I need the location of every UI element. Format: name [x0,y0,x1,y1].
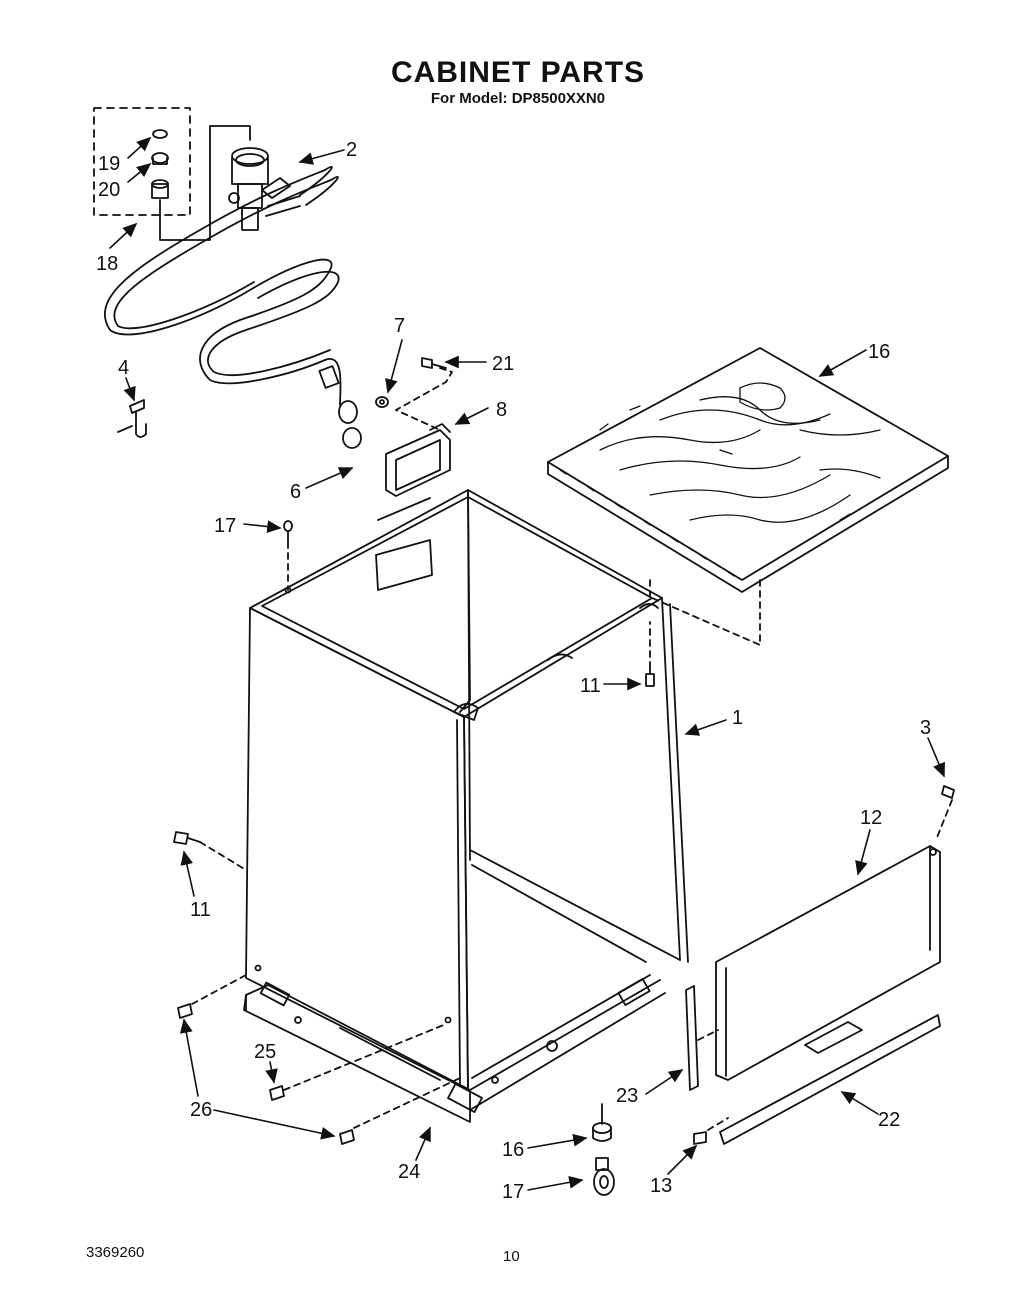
screw-3 [941,785,955,799]
page-title: CABINET PARTS [390,56,646,89]
callout-6: 6 [290,481,301,503]
callout-15: 17 [214,515,236,537]
caster-17 [593,1157,615,1196]
callout-16: 16 [502,1139,524,1161]
screw-25 [269,1085,285,1101]
callout-23: 23 [616,1085,638,1107]
hose-clip [117,399,147,438]
callout-25: 25 [254,1041,276,1063]
callout-3: 3 [920,717,931,739]
cabinet-frame [245,489,689,1091]
inlet-valve [228,147,301,231]
callout-17: 17 [502,1181,524,1203]
wood-top [547,347,949,593]
screw-11-top [645,667,655,687]
kick-panel [715,845,941,1081]
cover-bracket [377,423,451,521]
toe-strip [719,1014,941,1145]
callout-4: 4 [118,357,129,379]
screw-26-upper [177,1003,193,1019]
screw-15 [283,520,293,543]
callout-12: 12 [860,807,882,829]
callout-14: 16 [868,341,890,363]
seal-strip [685,985,699,1091]
document-number: 3369260 [86,1244,145,1261]
screw-11-left [173,831,201,845]
callout-1: 1 [732,707,743,729]
leader-arrows [109,136,945,1191]
page-number: 10 [503,1248,520,1265]
callout-13: 13 [650,1175,672,1197]
callout-24: 24 [398,1161,420,1183]
callout-22: 22 [878,1109,900,1131]
callout-8: 8 [496,399,507,421]
screw-26-lower [339,1129,355,1145]
inlet-hose [104,165,362,449]
callout-2: 2 [346,139,357,161]
leg-16 [592,1103,612,1142]
callout-11-top: 11 [580,675,601,697]
model-subtitle: For Model: DP8500XXN0 [430,90,606,107]
fitting-parts [151,129,169,199]
callout-26: 26 [190,1099,212,1121]
callout-11-left: 11 [190,899,211,921]
callout-7: 7 [394,315,405,337]
callout-20: 20 [98,179,120,201]
callout-19: 19 [98,153,120,175]
cabinet-base [243,978,666,1123]
screw-21 [421,357,447,369]
callout-18: 18 [96,253,118,275]
screw-13 [693,1131,707,1145]
washer-7 [375,396,389,408]
callout-21: 21 [492,353,514,375]
